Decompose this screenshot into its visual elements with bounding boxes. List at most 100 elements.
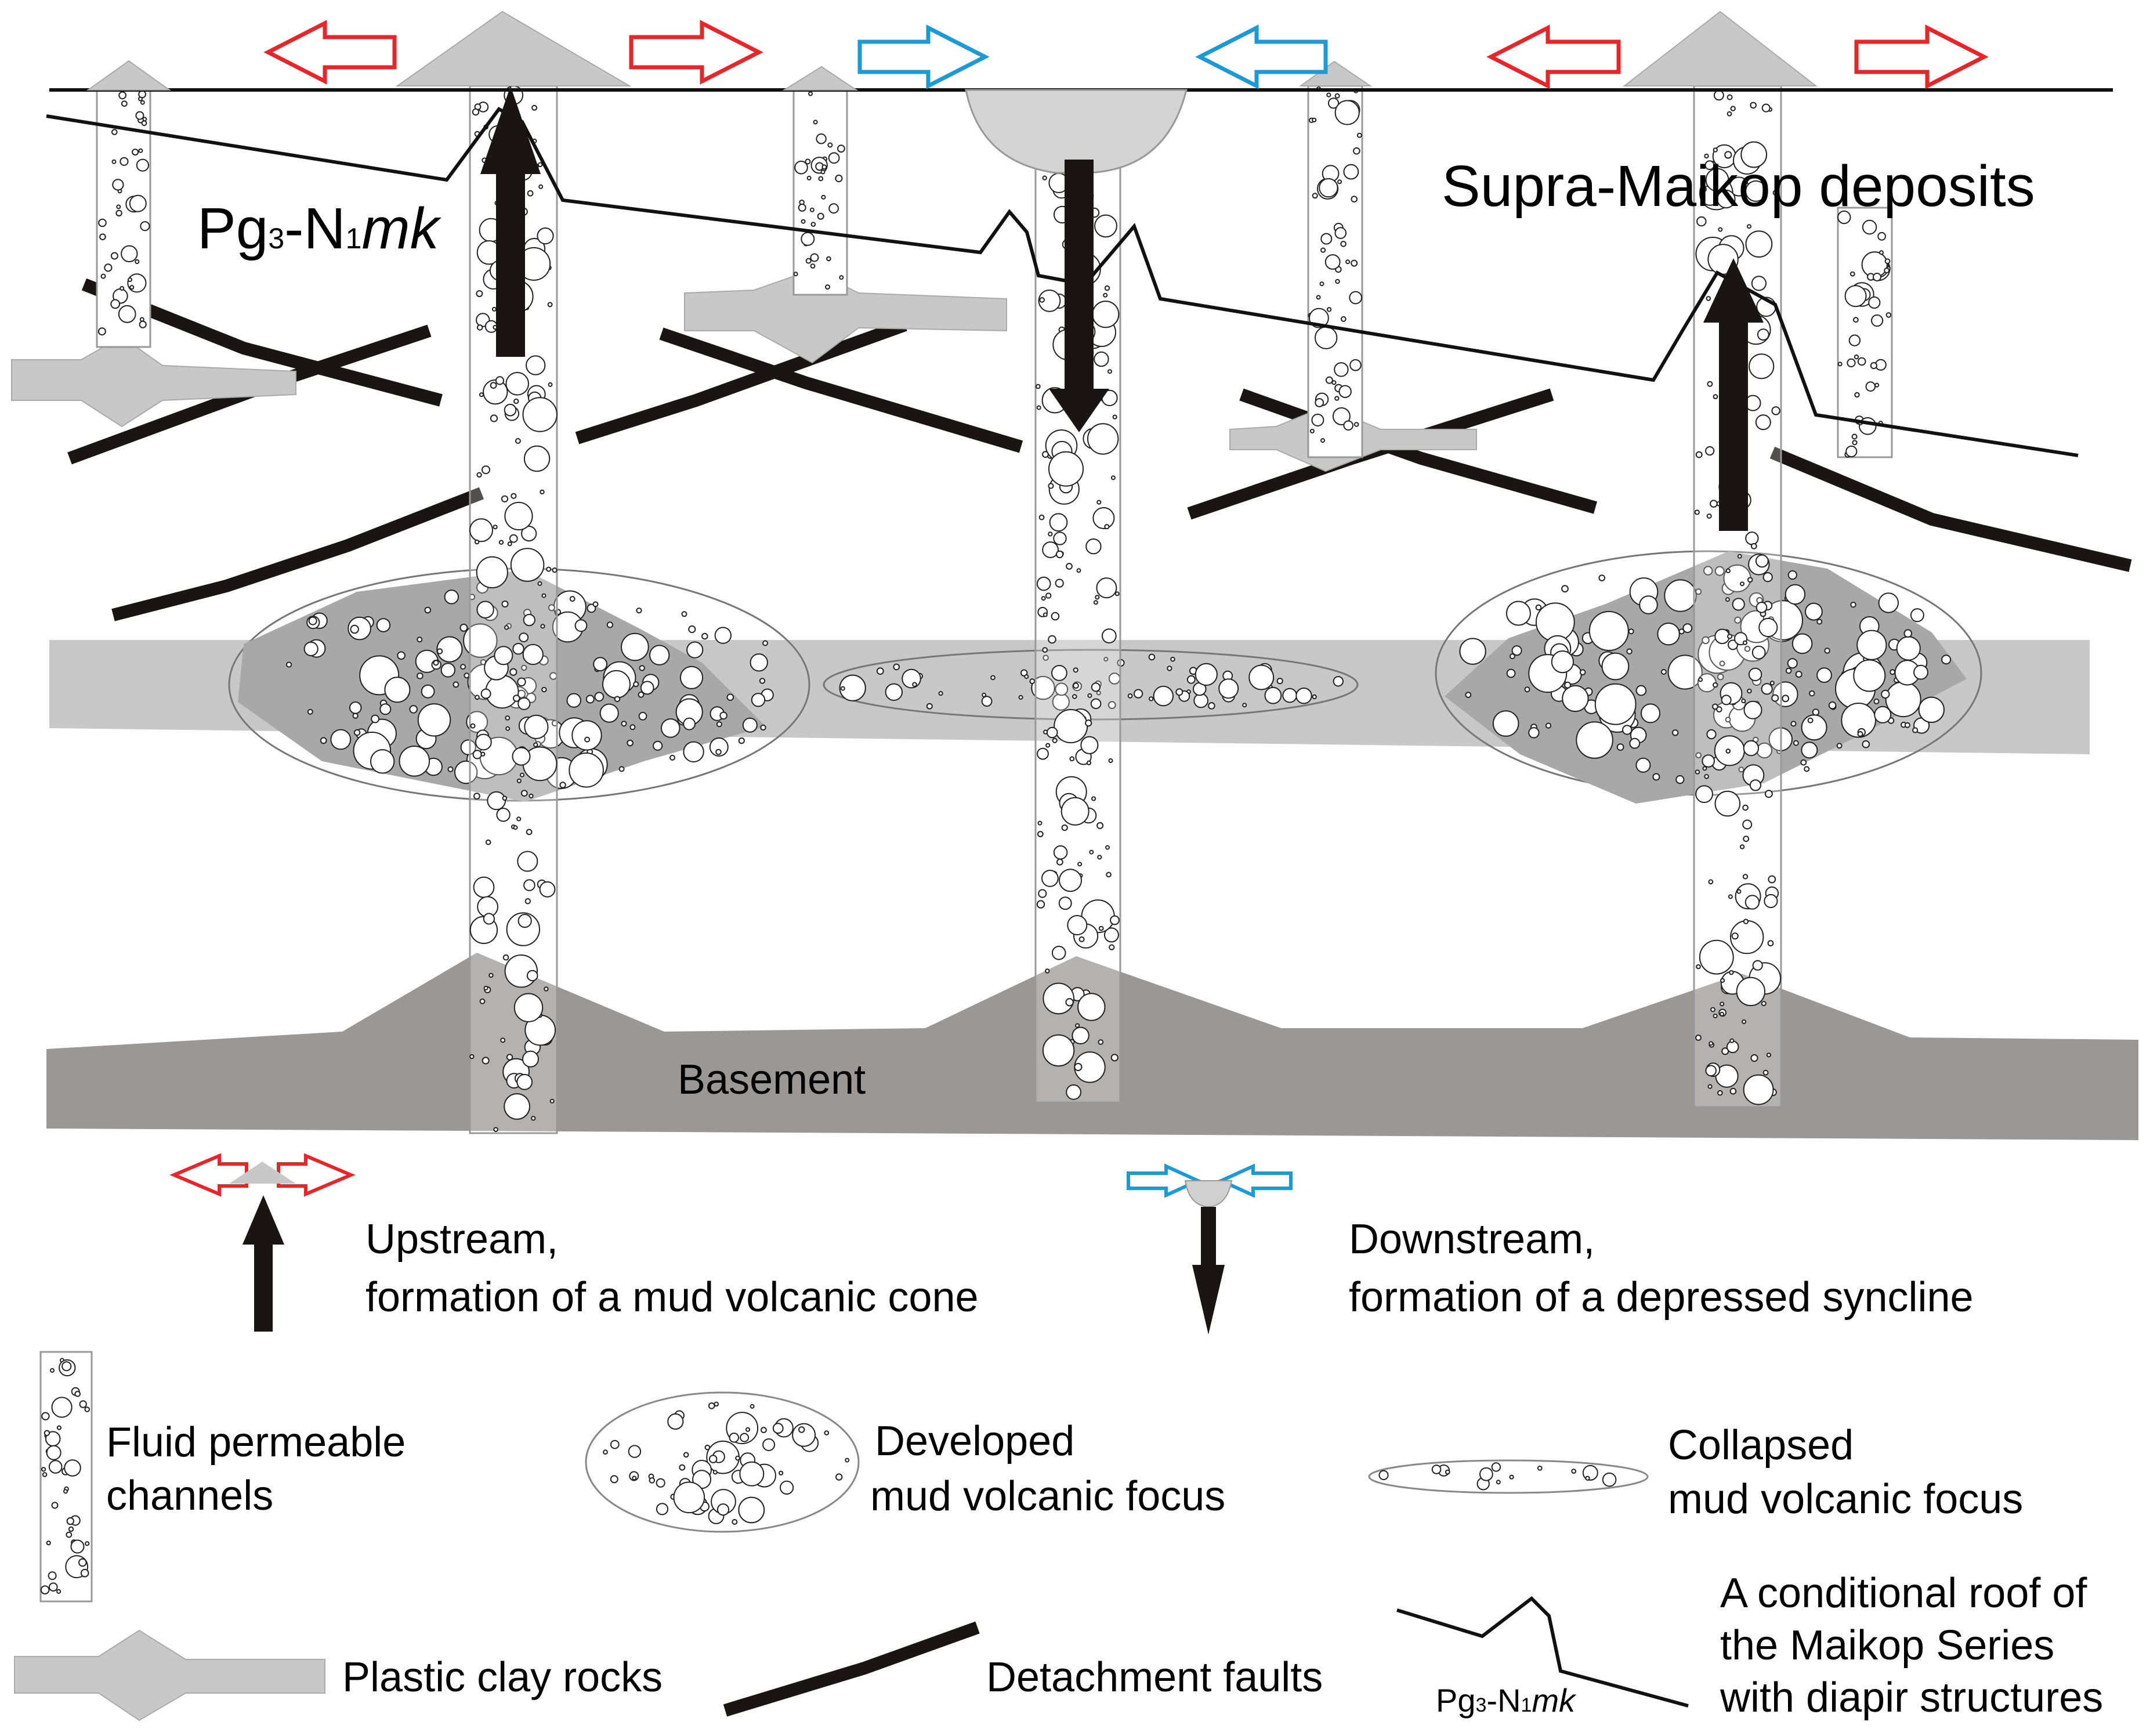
bubble [1706,729,1717,740]
bubble [1852,440,1858,446]
bubble [1772,681,1798,707]
compression-arrow-left [1195,24,1328,89]
bubble [1861,251,1888,278]
legend-detachment-label: Detachment faults [986,1654,1323,1701]
bubble [569,596,575,602]
bubble [610,1475,618,1484]
bubble [1745,180,1767,202]
bubble [1312,193,1318,199]
fault-line [575,319,907,444]
bubble [683,741,704,763]
bubble [1749,779,1761,791]
bubble [1337,179,1342,185]
bubble [515,438,521,444]
legend-downstream-symbol [1127,1163,1293,1334]
bubble [482,465,490,475]
bubble [629,724,636,730]
bubble [1728,639,1738,650]
bubble [1769,681,1775,686]
bubble [1066,563,1073,570]
bubble [673,1481,705,1514]
bubble [61,1361,72,1372]
bubble [1731,932,1739,940]
bubble [1903,629,1913,638]
bubble [1065,998,1074,1007]
bubble [1087,423,1119,455]
bubble [526,355,546,375]
bubble [524,898,531,905]
bubble [1096,822,1104,829]
fault-line [1769,446,2132,572]
bubble [97,327,106,336]
bubble [1056,858,1063,866]
bubble [417,672,424,679]
bubble [436,648,443,654]
bubble [1761,1001,1767,1007]
bubble [1091,682,1101,692]
bubble [1109,944,1115,950]
bubble [1465,692,1472,698]
bubble [1742,1019,1747,1024]
bubble [1087,693,1092,698]
bubble [531,1116,536,1121]
bubble [1849,271,1855,277]
bubble [513,695,520,702]
bubble [1749,353,1775,379]
bubble [485,839,491,845]
bubble [633,681,639,688]
bubble [1865,381,1876,392]
bubble [112,179,124,191]
bubble [1742,804,1749,811]
bubble [592,601,599,607]
extension-arrow-right [1854,24,1989,89]
bubble [460,664,466,670]
supra-maikop-label: Supra-Maikop deposits [1442,154,2035,219]
bubble [584,736,591,743]
bubble [1729,970,1734,975]
bubble [541,686,547,693]
bubble [1509,653,1515,660]
bubble [1107,369,1112,374]
bubble [1791,633,1813,654]
bubble [1853,317,1859,323]
bubble [835,174,843,183]
bubble [732,1519,738,1525]
bubble [540,624,545,629]
bubble [111,129,118,135]
bubble [495,376,505,385]
bubble [759,678,766,684]
bubble [501,495,509,502]
bubble [1755,554,1769,568]
bubble [1874,382,1880,388]
bubble [1712,703,1718,710]
bubble [1195,663,1218,686]
bubble [498,540,504,545]
legend-upstream-symbol [169,1153,356,1332]
bubble [1874,706,1892,724]
legend-plastic-clay-symbol [14,1629,325,1721]
bubble [1602,1472,1617,1487]
bubble [1170,656,1175,662]
bubble [1772,190,1779,196]
bubble [719,711,727,720]
bubble [1072,1026,1090,1045]
bubble [1103,292,1108,298]
bubble [516,1073,533,1090]
bubble [1758,617,1778,638]
bubble [517,851,538,872]
bubble [1837,210,1851,225]
bubble [1804,766,1810,772]
bubble [1742,640,1747,645]
bubble [1326,92,1331,97]
bubble [417,703,451,737]
bubble [798,203,806,212]
bubble [1041,596,1046,601]
bubble [1616,743,1624,751]
bubble [742,717,758,733]
bubble [496,808,511,822]
bubble [1094,214,1117,238]
bubble [510,548,545,582]
bubble [714,1401,719,1407]
bubble [1854,392,1860,398]
bubble [1073,682,1079,689]
